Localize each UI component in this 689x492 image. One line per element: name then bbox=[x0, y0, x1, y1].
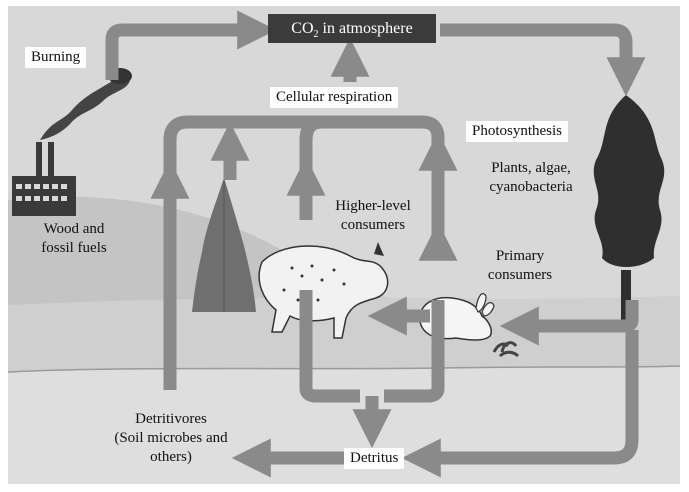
rabbit-icon bbox=[419, 293, 495, 341]
detritivores-label: Detritivores (Soil microbes and others) bbox=[96, 410, 246, 467]
arrow-producers-to-primary bbox=[499, 300, 639, 346]
higher-level-consumers-line2: consumers bbox=[340, 217, 406, 233]
detritus-label: Detritus bbox=[344, 448, 405, 469]
cellular-respiration-label: Cellular respiration bbox=[270, 87, 399, 108]
detritivores-line1: Detritivores bbox=[135, 411, 207, 427]
higher-level-consumers-line1: Higher-level bbox=[335, 198, 411, 214]
co2-atmosphere-label: CO2 in atmosphere bbox=[268, 14, 436, 43]
lynx-icon bbox=[258, 242, 389, 339]
fossil-fuels-label-line1: Wood and bbox=[43, 221, 105, 237]
arrows bbox=[105, 10, 646, 478]
detritivores-line2: (Soil microbes and bbox=[114, 430, 228, 446]
primary-consumers-line2: consumers bbox=[487, 267, 553, 283]
producers-label-line1: Plants, algae, bbox=[491, 160, 571, 176]
pine-tree-icon bbox=[192, 178, 256, 312]
arrow-respiration-outer-loop bbox=[163, 115, 445, 390]
factory-icon bbox=[12, 142, 76, 216]
arrow-primary-to-detritus bbox=[384, 300, 445, 403]
arrow-higher-respiration-joint bbox=[299, 115, 323, 175]
detritivores-line3: others) bbox=[150, 449, 192, 465]
fossil-fuels-label: Wood and fossil fuels bbox=[24, 220, 124, 258]
arrow-atmosphere-to-photosynthesis bbox=[440, 23, 646, 97]
producers-label: Plants, algae, cyanobacteria bbox=[466, 159, 596, 197]
primary-consumers-line1: Primary bbox=[495, 248, 545, 264]
soil-line bbox=[7, 365, 681, 373]
photosynthesis-label: Photosynthesis bbox=[466, 121, 569, 142]
arrow-producers-to-detritus bbox=[401, 330, 639, 478]
fossil-fuels-label-line2: fossil fuels bbox=[41, 240, 107, 256]
primary-consumers-label: Primary consumers bbox=[470, 247, 570, 285]
arrow-burning-to-atmosphere bbox=[105, 10, 277, 80]
producers-label-line2: cyanobacteria bbox=[489, 179, 573, 195]
higher-level-consumers-label: Higher-level consumers bbox=[318, 197, 428, 235]
arrow-higher-to-detritus bbox=[299, 290, 360, 403]
burning-label: Burning bbox=[25, 47, 87, 68]
